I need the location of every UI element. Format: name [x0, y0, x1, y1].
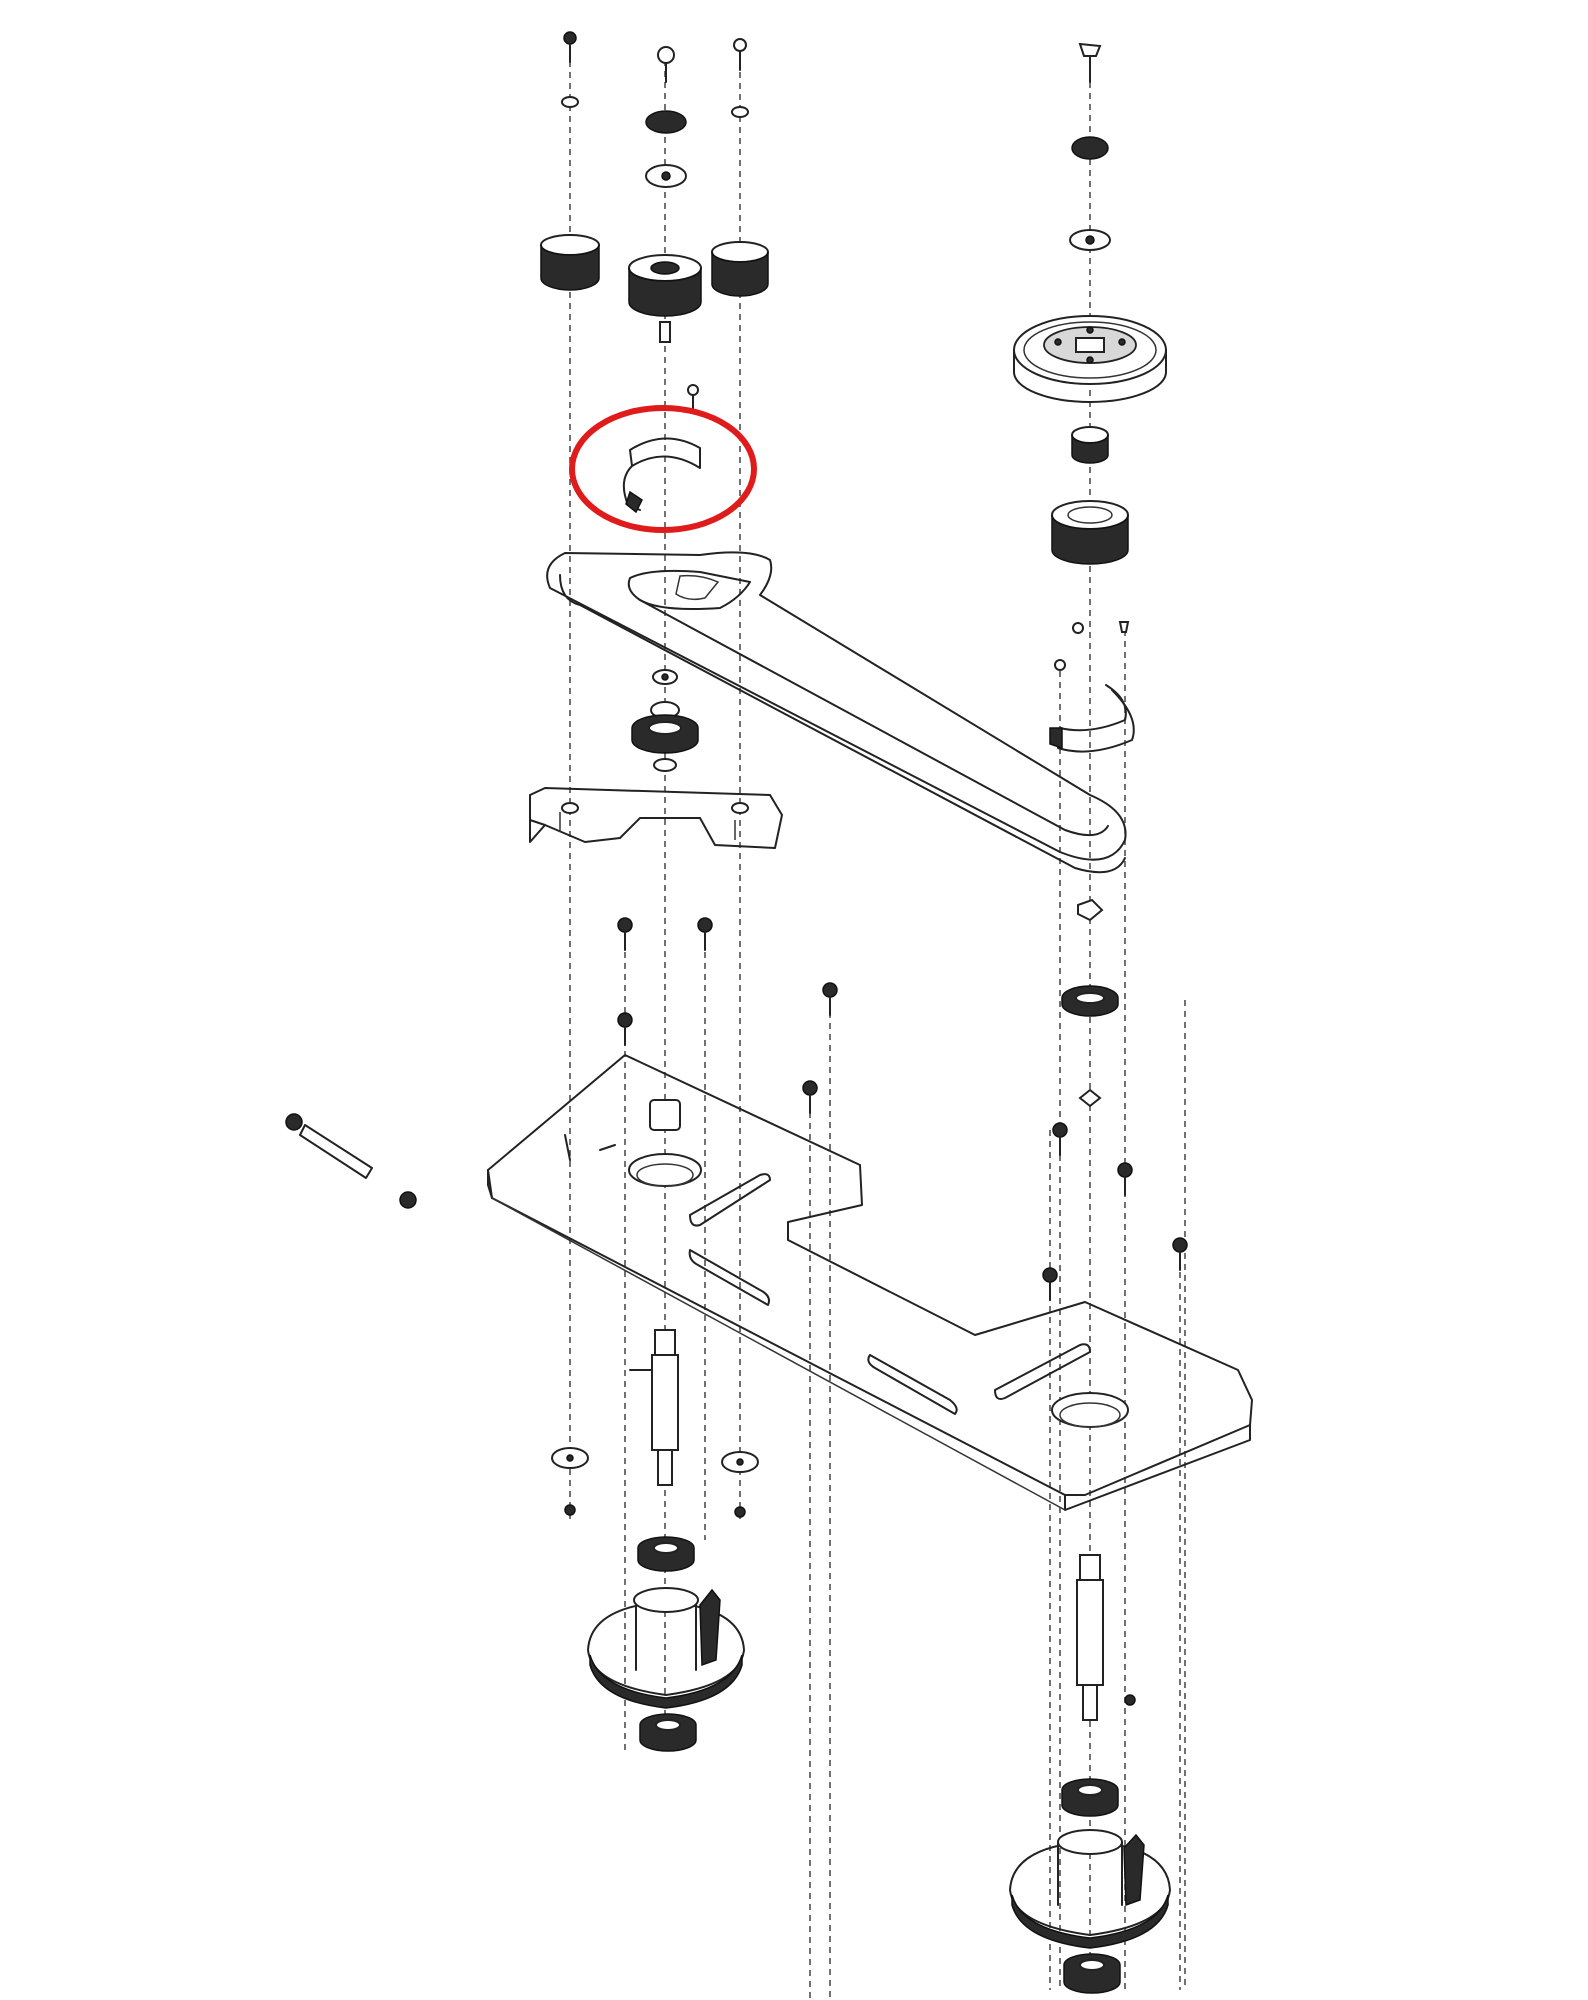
drive-spindle-sleeve — [1051, 500, 1129, 565]
right-spindle-bearing-bottom — [1063, 1953, 1121, 1994]
highlight-circle — [569, 405, 757, 533]
belt-guide-clip — [622, 384, 701, 514]
right-spindle-housing — [1009, 1829, 1171, 1949]
right-spindle-bearing-top — [1061, 1778, 1119, 1817]
top-screw-left — [561, 31, 579, 108]
idler-pulley-right — [711, 241, 769, 297]
right-side-washers — [1061, 898, 1119, 1108]
deck-screws — [617, 917, 1188, 1301]
left-spindle-bearing-bottom — [639, 1713, 697, 1752]
pulley-hub — [1071, 426, 1109, 464]
idler-pulley-left — [540, 234, 600, 291]
idler-bracket — [529, 787, 783, 849]
center-spindle-bearings — [631, 669, 699, 772]
right-spindle-shaft — [1076, 1554, 1136, 1721]
lower-left-washers — [551, 1447, 759, 1518]
deck-plate — [487, 1054, 1253, 1511]
belt-guide-clip-right — [1049, 621, 1135, 753]
idler-pulley-center — [628, 254, 702, 343]
top-screw-far-right — [1069, 42, 1111, 251]
top-screw-center — [645, 46, 687, 188]
tension-rod — [285, 1113, 417, 1209]
left-spindle-shaft — [629, 1329, 679, 1486]
left-spindle-housing — [587, 1587, 745, 1709]
drive-belt — [546, 551, 1127, 874]
left-spindle-bearing-top — [637, 1536, 695, 1572]
top-screw-right — [731, 38, 749, 118]
main-drive-pulley — [1013, 315, 1167, 403]
